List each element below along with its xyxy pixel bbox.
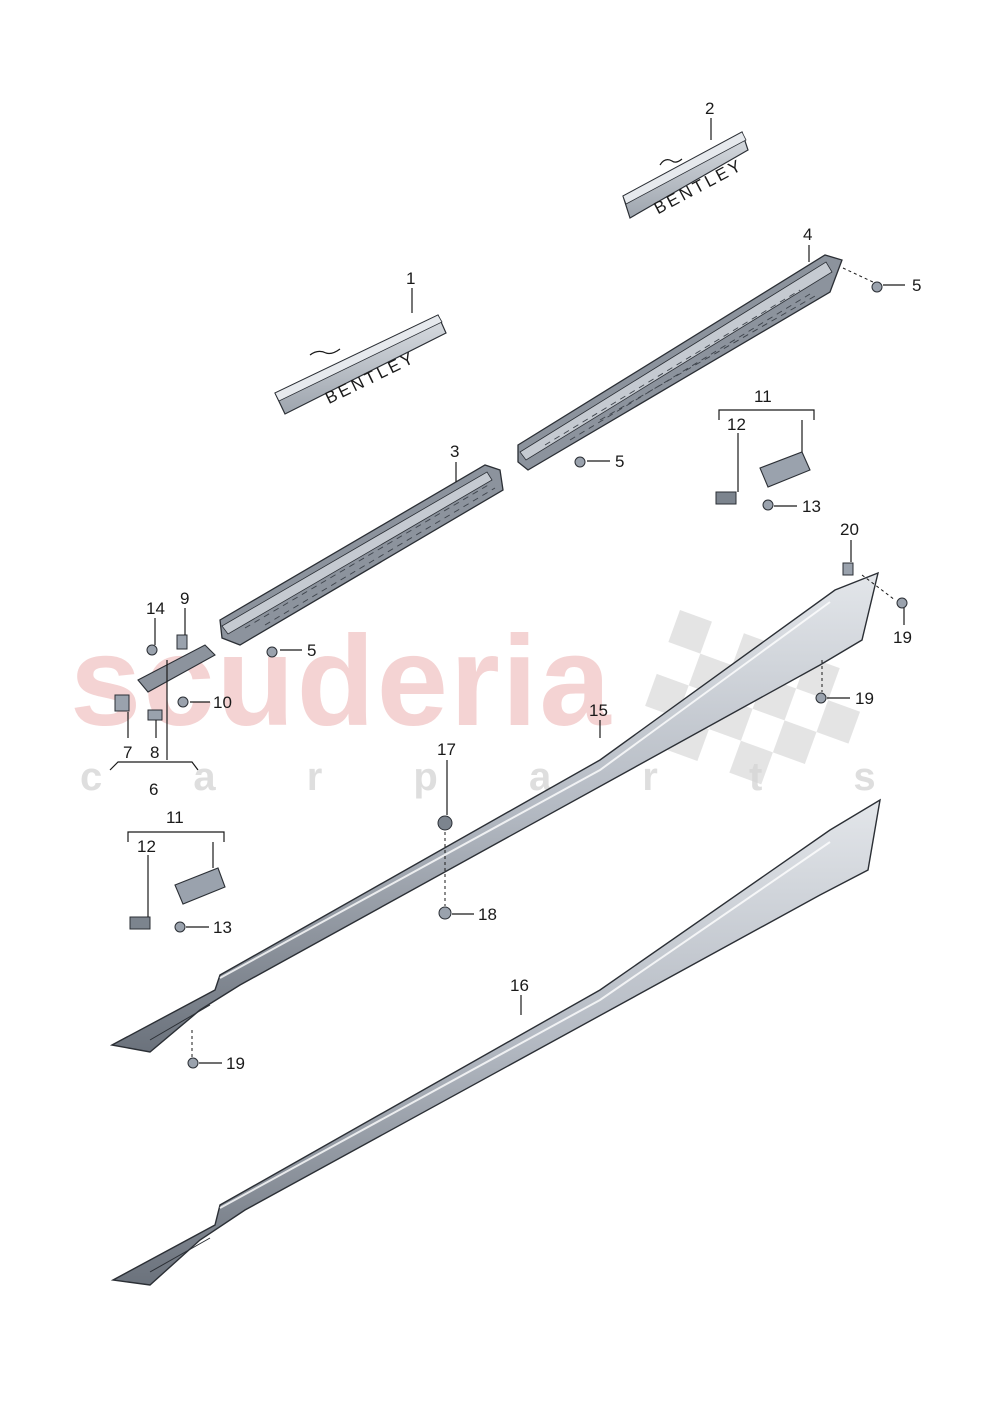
sill-panel-15 (109, 571, 879, 1053)
callout-15: 15 (589, 701, 608, 720)
bracket-6-assembly (114, 634, 216, 721)
callout-20: 20 (840, 520, 859, 539)
callouts: 1 2 3 4 5 5 5 6 7 8 9 10 11 11 12 12 13 … (123, 99, 921, 1073)
callout-13a: 13 (802, 497, 821, 516)
callout-19c: 19 (226, 1054, 245, 1073)
callout-16: 16 (510, 976, 529, 995)
callout-8: 8 (150, 743, 159, 762)
callout-2: 2 (705, 99, 714, 118)
callout-3: 3 (450, 442, 459, 461)
sill-panel-16 (110, 798, 881, 1286)
callout-7: 7 (123, 743, 132, 762)
callout-5a: 5 (912, 276, 921, 295)
callout-6: 6 (149, 780, 158, 799)
callout-19b: 19 (855, 689, 874, 708)
callout-5c: 5 (307, 641, 316, 660)
callout-12a: 12 (727, 415, 746, 434)
callout-12b: 12 (137, 837, 156, 856)
callout-1: 1 (406, 269, 415, 288)
callout-14: 14 (146, 599, 165, 618)
fasteners (177, 281, 908, 1069)
leader-lines (109, 118, 905, 1064)
callout-11b: 11 (166, 808, 184, 827)
module-11-upper (715, 451, 811, 511)
callout-4: 4 (803, 225, 812, 244)
watermark-tagline: c a r p a r t s (80, 755, 916, 799)
callout-13b: 13 (213, 918, 232, 937)
front-sill-carrier (219, 464, 504, 646)
module-11-lower (129, 867, 226, 933)
callout-9: 9 (180, 589, 189, 608)
callout-11a: 11 (754, 387, 772, 406)
callout-10: 10 (213, 693, 232, 712)
callout-19a: 19 (893, 628, 912, 647)
rear-sill-carrier (517, 254, 843, 471)
rear-sill-plate: BENTLEY (622, 131, 749, 219)
callout-17: 17 (437, 740, 456, 759)
front-sill-plate: BENTLEY (274, 314, 447, 415)
callout-18: 18 (478, 905, 497, 924)
callout-5b: 5 (615, 452, 624, 471)
